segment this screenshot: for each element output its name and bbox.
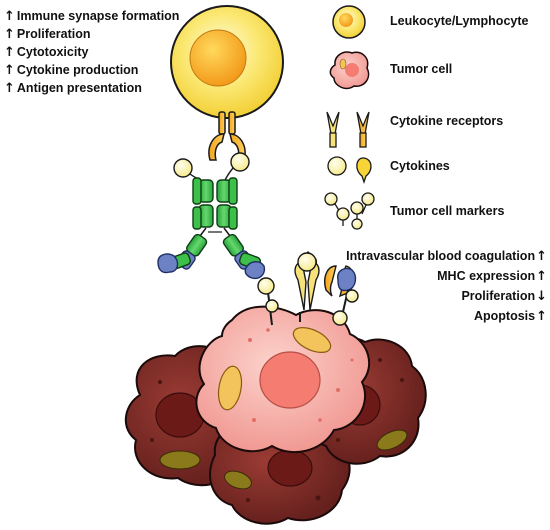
- tumor-effects-list: Intravascular blood coagulation ↑ MHC ex…: [346, 246, 547, 326]
- effect-item: MHC expression ↑: [346, 266, 547, 286]
- legend-label-leukocyte: Leukocyte/Lymphocyte: [390, 14, 529, 28]
- up-arrow-icon: ↑: [4, 26, 15, 42]
- effect-label: Antigen presentation: [16, 80, 142, 95]
- effect-label: Immune synapse formation: [16, 8, 180, 23]
- up-arrow-icon: ↑: [4, 62, 15, 78]
- up-arrow-icon: ↑: [536, 308, 547, 324]
- up-arrow-icon: ↑: [536, 248, 547, 264]
- leukocyte-receptor: [208, 111, 246, 161]
- effect-item: ↑ Cytokine production: [4, 61, 179, 79]
- cytokine-icon: [327, 156, 372, 185]
- effect-label: Cytotoxicity: [16, 44, 89, 59]
- effect-label: MHC expression: [437, 268, 536, 283]
- effect-item: ↑ Cytotoxicity: [4, 43, 179, 61]
- effect-label: Apoptosis: [473, 308, 536, 323]
- effect-label: Proliferation: [16, 26, 91, 41]
- mitochondria-pink: [217, 327, 332, 411]
- tumor-nucleus-dark: [267, 449, 313, 487]
- tumor-nucleus-pink: [259, 351, 321, 409]
- cytokine-receptor-icon: [326, 111, 370, 148]
- up-arrow-icon: ↑: [536, 268, 547, 284]
- legend-label-cytokines: Cytokines: [390, 159, 450, 173]
- tumor-surface-markers: [257, 251, 359, 326]
- effect-label: Cytokine production: [16, 62, 139, 77]
- leukocyte-cell: [170, 5, 284, 119]
- tumor-cluster: [125, 305, 427, 525]
- up-arrow-icon: ↑: [4, 8, 15, 24]
- up-arrow-icon: ↑: [4, 44, 15, 60]
- tumor-granules-pink: [248, 328, 354, 422]
- legend-label-tumor-markers: Tumor cell markers: [390, 204, 505, 218]
- effect-item: Proliferation ↓: [346, 286, 547, 306]
- antibody-construct: [157, 152, 266, 280]
- effect-item: Apoptosis ↑: [346, 306, 547, 326]
- effect-label: Proliferation: [461, 288, 536, 303]
- leukocyte-icon: [332, 5, 366, 39]
- up-arrow-icon: ↑: [4, 80, 15, 96]
- down-arrow-icon: ↓: [536, 288, 547, 304]
- mitochondria-dark: [159, 429, 408, 490]
- tumor-cell-icon: [329, 51, 370, 90]
- effect-label: Intravascular blood coagulation: [346, 248, 536, 263]
- tumor-marker-icon: [324, 192, 375, 230]
- leukocyte-effects-list: ↑ Immune synapse formation ↑ Proliferati…: [4, 7, 179, 97]
- effect-item: Intravascular blood coagulation ↑: [346, 246, 547, 266]
- legend-label-cytokine-receptors: Cytokine receptors: [390, 114, 504, 128]
- effect-item: ↑ Antigen presentation: [4, 79, 179, 97]
- legend-label-tumor-cell: Tumor cell: [390, 62, 453, 76]
- effect-item: ↑ Immune synapse formation: [4, 7, 179, 25]
- effect-item: ↑ Proliferation: [4, 25, 179, 43]
